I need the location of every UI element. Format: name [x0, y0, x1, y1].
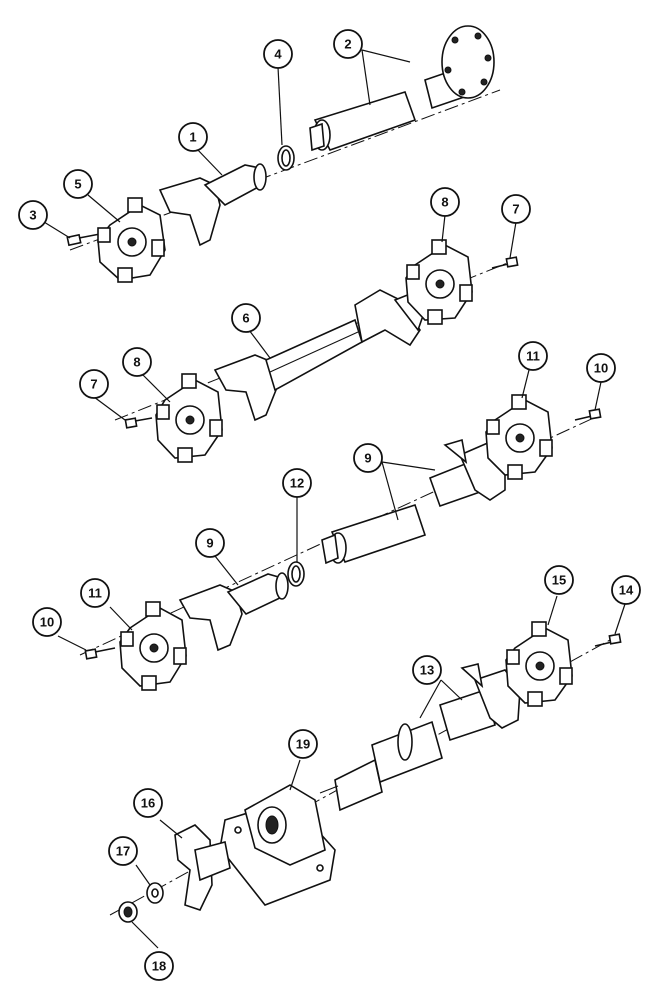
callout-18: 18 — [144, 951, 174, 981]
callout-10-right: 10 — [586, 353, 616, 383]
snap-ring-12 — [287, 561, 305, 587]
callout-15-label: 15 — [552, 573, 566, 588]
bearing-pillow-block-19 — [219, 784, 336, 906]
callout-6: 6 — [231, 303, 261, 333]
callout-11-left-label: 11 — [88, 586, 102, 601]
callout-5: 5 — [63, 169, 93, 199]
cross-bearing-11-right — [485, 394, 553, 480]
callout-10-left: 10 — [32, 607, 62, 637]
callout-14: 14 — [611, 575, 641, 605]
nut-18 — [118, 901, 138, 923]
callout-6-label: 6 — [242, 311, 249, 326]
callout-13: 13 — [412, 655, 442, 685]
bolt-7-left — [124, 417, 153, 429]
callout-5-label: 5 — [74, 177, 81, 192]
callout-12-label: 12 — [290, 476, 304, 491]
callout-8-right-label: 8 — [441, 195, 448, 210]
splined-shaft-13 — [319, 663, 521, 812]
callout-7-right: 7 — [501, 194, 531, 224]
callout-10-left-label: 10 — [40, 615, 54, 630]
callout-1: 1 — [178, 122, 208, 152]
callout-18-label: 18 — [152, 959, 166, 974]
callout-7-left: 7 — [79, 369, 109, 399]
rear-shaft-assembly — [109, 621, 622, 923]
cross-bearing-8-left — [155, 373, 223, 463]
callout-9-lower-label: 9 — [206, 536, 213, 551]
callout-17: 17 — [108, 836, 138, 866]
middle-shaft-assembly — [114, 239, 519, 463]
callout-4-label: 4 — [274, 47, 282, 62]
end-yoke-16 — [174, 824, 231, 911]
shaft-tube-9 — [321, 438, 506, 565]
callout-12: 12 — [282, 468, 312, 498]
bolt-10-left — [84, 647, 116, 660]
snap-ring-4 — [277, 145, 295, 171]
bolt-10-right — [574, 408, 602, 421]
bolt-7-right — [491, 256, 519, 269]
callout-16: 16 — [133, 788, 163, 818]
cross-bearing-5 — [97, 197, 166, 283]
bolt-14 — [594, 633, 622, 647]
callout-9-upper: 9 — [353, 443, 383, 473]
center-shaft-6 — [213, 289, 426, 422]
cross-bearing-11-left — [119, 601, 187, 691]
callout-2-label: 2 — [344, 37, 351, 52]
callout-3-label: 3 — [29, 208, 36, 223]
slip-yoke-9 — [178, 572, 289, 652]
washer-17 — [146, 882, 164, 904]
callout-14-label: 14 — [619, 583, 634, 598]
callout-3: 3 — [18, 200, 48, 230]
callout-11-right-label: 11 — [526, 349, 540, 364]
callout-11-right: 11 — [518, 341, 548, 371]
third-shaft-assembly — [79, 394, 602, 691]
callout-10-right-label: 10 — [594, 361, 608, 376]
callout-13-label: 13 — [420, 663, 434, 678]
callout-17-label: 17 — [116, 844, 130, 859]
callout-19-label: 19 — [296, 737, 310, 752]
callout-16-label: 16 — [141, 796, 155, 811]
callout-9-lower: 9 — [195, 528, 225, 558]
callout-7-left-label: 7 — [90, 377, 97, 392]
callout-9-upper-label: 9 — [364, 451, 371, 466]
callout-15: 15 — [544, 565, 574, 595]
callout-8-left: 8 — [122, 347, 152, 377]
cross-bearing-8-right — [405, 239, 473, 325]
slip-yoke-1 — [158, 163, 267, 247]
bolt-3 — [66, 233, 101, 247]
callout-11-left: 11 — [80, 578, 110, 608]
callout-1-label: 1 — [189, 130, 196, 145]
cross-bearing-15 — [505, 621, 573, 707]
callout-8-left-label: 8 — [133, 355, 140, 370]
callout-19: 19 — [288, 729, 318, 759]
shaft-tube-2 — [309, 25, 495, 152]
callout-7-right-label: 7 — [512, 202, 519, 217]
callout-4: 4 — [263, 39, 293, 69]
callout-leaders — [43, 49, 626, 949]
callout-8-right: 8 — [430, 187, 460, 217]
callout-2: 2 — [333, 29, 363, 59]
upper-shaft-assembly — [66, 25, 501, 283]
